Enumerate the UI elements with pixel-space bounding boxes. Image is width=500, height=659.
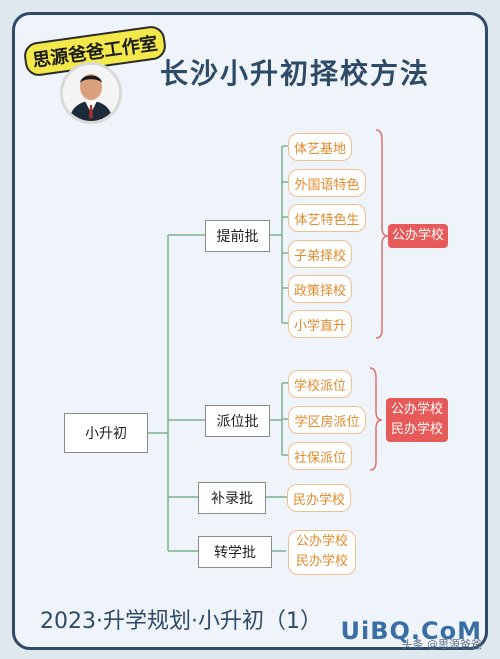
paiwei-tag-line-1: 公办学校 bbox=[390, 402, 443, 417]
footer-caption: 2023·升学规划·小升初（1） bbox=[40, 609, 322, 634]
leaf-xiaoxue-zhisheng: 小学直升 bbox=[288, 310, 352, 338]
leaf-waiguoyu: 外国语特色 bbox=[288, 169, 366, 197]
branch-paiwei: 派位批 bbox=[205, 405, 270, 437]
tag-paiwei-schools: 公办学校 民办学校 bbox=[386, 398, 448, 442]
branch-zhuanxue: 转学批 bbox=[198, 536, 272, 568]
tag-gongban-tiqian: 公办学校 bbox=[388, 224, 448, 248]
page-title: 长沙小升初择校方法 bbox=[160, 57, 431, 90]
watermark: UiBQ.CoM bbox=[340, 617, 482, 645]
leaf-zidi: 子弟择校 bbox=[288, 240, 352, 268]
zhuanxue-line-1: 公办学校 bbox=[295, 534, 348, 549]
branch-bulu: 补录批 bbox=[198, 482, 266, 514]
leaf-tiyi-tese: 体艺特色生 bbox=[288, 204, 366, 232]
leaf-xuexiao-paiwei: 学校派位 bbox=[288, 370, 352, 398]
branch-tiqian: 提前批 bbox=[205, 220, 270, 252]
leaf-shebao: 社保派位 bbox=[288, 442, 352, 470]
leaf-xuequfang: 学区房派位 bbox=[288, 406, 366, 434]
leaf-zhuanxue-schools: 公办学校 民办学校 bbox=[288, 530, 356, 575]
studio-logo: 思源爸爸工作室 bbox=[22, 14, 168, 129]
leaf-bulu-minban: 民办学校 bbox=[287, 484, 351, 512]
avatar bbox=[60, 62, 122, 124]
watermark-sub: 头条 @思源爸爸 bbox=[401, 638, 483, 651]
root-node: 小升初 bbox=[64, 413, 148, 453]
paiwei-tag-line-2: 民办学校 bbox=[390, 422, 443, 437]
leaf-zhengce: 政策择校 bbox=[288, 275, 352, 303]
leaf-tiyi-jidi: 体艺基地 bbox=[288, 133, 352, 161]
zhuanxue-line-2: 民办学校 bbox=[295, 554, 348, 569]
